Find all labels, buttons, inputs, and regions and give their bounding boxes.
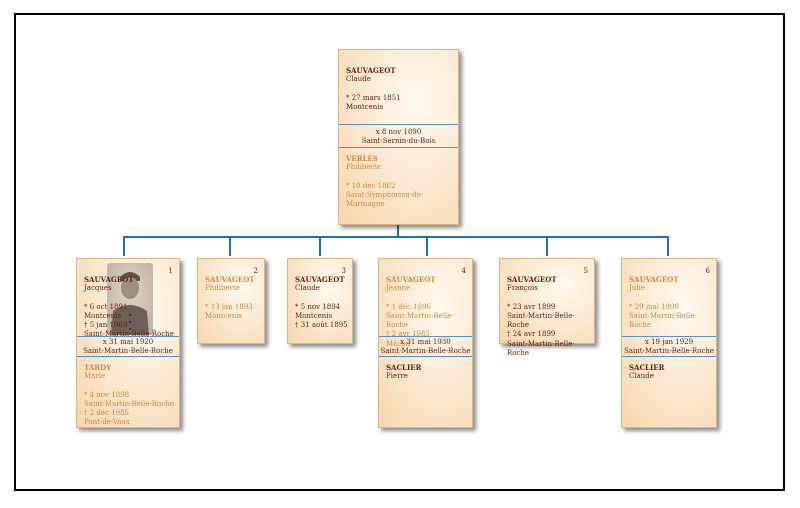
child-event-line: Saint-Martin-Belle-Roche <box>84 330 174 339</box>
child-event-line: * 5 nov 1894 <box>295 302 341 311</box>
child-event-line: † 24 avr 1899 <box>507 330 556 339</box>
child-event-line: Saint-Martin-Belle-Roche <box>629 311 697 330</box>
marriage-place: Saint-Martin-Belle-Roche <box>83 347 173 356</box>
child-connector-2 <box>229 236 231 256</box>
husband-given: Claude <box>346 75 371 84</box>
marriage-place: Saint-Martin-Belle-Roche <box>380 347 471 356</box>
wife-birth: * 10 déc 1862 <box>346 181 396 190</box>
divider <box>339 147 458 148</box>
root-marriage-date: x 8 nov 1890 <box>375 128 422 136</box>
wife-given: Philiberte <box>346 163 381 172</box>
child-event-line: Montcenis <box>84 311 122 320</box>
marriage-date: x 31 mai 1930 <box>400 338 451 346</box>
child-number: 2 <box>253 267 258 275</box>
husband-surname: SAUVAGEOT <box>346 66 396 75</box>
child-event-line: * 23 avr 1899 <box>507 302 556 311</box>
divider <box>622 356 716 357</box>
wife-birth-place: Saint-Symphorien-de-Marmagne <box>346 190 424 209</box>
child-card-4[interactable]: 4 SAUVAGEOT Jeanne * 1 déc 1896 Saint-Ma… <box>378 258 473 428</box>
root-marriage-place: Saint-Sernin-du-Bois <box>361 137 436 146</box>
child-event-line: * 1 déc 1896 <box>386 302 431 311</box>
child-event-line: † 5 jan 1969 <box>84 321 128 330</box>
child-event-line: Montcenis <box>205 311 243 320</box>
child-surname: SAUVAGEOT <box>507 275 557 284</box>
spouse-event-line: † 2 déc 1985 <box>84 409 129 418</box>
spouse-event-line: Saint-Martin-Belle-Roche <box>84 399 174 408</box>
child-given: Philiberte <box>205 284 240 293</box>
spouse-given: Marie <box>84 372 106 381</box>
marriage-date: x 31 mai 1920 <box>102 338 154 346</box>
divider <box>77 356 179 357</box>
child-event-line: Saint-Martin-Belle-Roche <box>507 311 575 330</box>
child-surname: SAUVAGEOT <box>295 275 345 284</box>
child-number: 6 <box>705 267 710 275</box>
child-number: 4 <box>461 267 466 275</box>
spouse-given: Claude <box>629 372 654 381</box>
child-connector-1 <box>123 236 125 256</box>
child-given: Jeanne <box>386 284 411 293</box>
child-event-line: * 13 jan 1893 <box>205 302 253 311</box>
child-event-line: Montcenis <box>295 311 333 320</box>
child-surname: SAUVAGEOT <box>84 275 134 284</box>
divider <box>379 336 472 337</box>
spouse-surname: TARDY <box>84 363 112 372</box>
child-card-2[interactable]: 2 SAUVAGEOT Philiberte * 13 jan 1893 Mon… <box>197 258 265 344</box>
child-event-line: † 2 avr 1985 <box>386 330 430 339</box>
child-connector-6 <box>667 236 669 256</box>
child-event-line: * 29 mai 1900 <box>629 302 679 311</box>
wife-surname: VERLES <box>346 154 378 163</box>
child-connector-3 <box>319 236 321 256</box>
divider <box>622 336 716 337</box>
child-card-5[interactable]: 5 SAUVAGEOT François * 23 avr 1899 Saint… <box>499 258 595 357</box>
root-connector <box>397 225 399 236</box>
divider <box>77 336 179 337</box>
child-connector-5 <box>546 236 548 256</box>
child-given: Jacques <box>84 284 112 293</box>
child-event-line: † 31 août 1895 <box>295 321 348 330</box>
portrait-photo <box>107 263 153 335</box>
spouse-event-line: * 4 nov 1898 <box>84 390 130 399</box>
divider <box>339 124 458 125</box>
child-surname: SAUVAGEOT <box>205 275 255 284</box>
sibling-bar <box>123 236 669 238</box>
child-card-6[interactable]: 6 SAUVAGEOT Julie * 29 mai 1900 Saint-Ma… <box>621 258 717 428</box>
divider <box>379 356 472 357</box>
child-event-line: * 6 oct 1891 <box>84 302 128 311</box>
child-surname: SAUVAGEOT <box>629 275 679 284</box>
husband-birth-place: Montcenis <box>346 102 384 111</box>
husband-birth: * 27 mars 1851 <box>346 93 401 102</box>
child-card-3[interactable]: 3 SAUVAGEOT Claude * 5 nov 1894 Montceni… <box>287 258 353 344</box>
root-couple-card[interactable]: SAUVAGEOT Claude * 27 mars 1851 Montceni… <box>338 49 459 225</box>
child-event-line: Saint-Martin-Belle-Roche <box>386 311 454 330</box>
child-connector-4 <box>426 236 428 256</box>
marriage-place: Saint-Martin-Belle-Roche <box>624 347 714 356</box>
child-given: François <box>507 284 538 293</box>
spouse-surname: SACLIER <box>386 363 422 372</box>
child-given: Claude <box>295 284 320 293</box>
child-number: 1 <box>168 267 173 275</box>
spouse-given: Pierre <box>386 372 408 381</box>
child-event-line: Mâcon <box>386 339 410 348</box>
child-number: 5 <box>583 267 588 275</box>
child-given: Julie <box>629 284 645 293</box>
child-card-1[interactable]: 1 SAUVAGEOT Jacques * 6 oct 1891 Montcen… <box>76 258 180 428</box>
marriage-date: x 19 jan 1929 <box>644 338 694 346</box>
spouse-surname: SACLIER <box>629 363 665 372</box>
spouse-event-line: Pont-de-Vaux <box>84 418 130 427</box>
child-event-line: Saint-Martin-Belle-Roche <box>507 339 575 358</box>
child-number: 3 <box>341 267 346 275</box>
child-surname: SAUVAGEOT <box>386 275 436 284</box>
